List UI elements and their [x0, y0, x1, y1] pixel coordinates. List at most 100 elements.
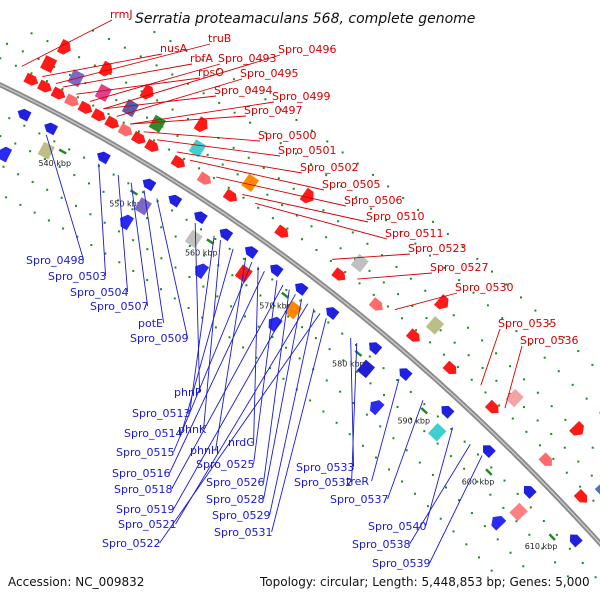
ring-dot [370, 207, 373, 210]
ring-dot [490, 270, 493, 273]
ring-dot [563, 336, 566, 339]
ring-dot [548, 322, 551, 325]
ring-dot [426, 505, 429, 508]
ring-dot [355, 343, 358, 346]
leader-line [253, 266, 259, 443]
ring-dot [565, 471, 568, 474]
ring-dot [102, 190, 105, 193]
ring-dot [564, 418, 567, 421]
ring-dot [174, 235, 177, 238]
ring-dot [5, 196, 8, 199]
ring-dot [199, 228, 202, 231]
ring-dot [477, 453, 480, 456]
ring-dot [322, 209, 325, 212]
leader-line [62, 63, 193, 88]
ring-dot [356, 162, 359, 165]
gene-block [148, 114, 167, 133]
ring-dot [298, 357, 301, 360]
ring-dot [423, 403, 426, 406]
ring-dot [294, 152, 297, 155]
gene-block [241, 173, 260, 193]
gene-block [350, 253, 369, 273]
ring-dot [522, 406, 525, 409]
leader-line [216, 176, 347, 207]
ring-dot [295, 119, 298, 122]
reverse-gene-label: Spro_0526 [206, 476, 264, 489]
ring-dot [0, 135, 2, 138]
forward-gene-label: Spro_0496 [278, 43, 336, 56]
ring-dot [281, 204, 284, 207]
ring-dot [117, 230, 120, 233]
ring-dot [543, 356, 546, 359]
ring-dot [301, 326, 304, 329]
ring-dot [279, 142, 282, 145]
ring-dot [340, 185, 343, 188]
reverse-gene-label: Spro_0522 [102, 537, 160, 550]
ring-dot [429, 254, 432, 257]
gene-block [428, 423, 447, 442]
ring-dot [463, 467, 466, 470]
ring-dot [418, 461, 421, 464]
forward-gene-label: truB [208, 32, 231, 45]
ring-dot [171, 73, 174, 76]
ring-dot [295, 214, 298, 217]
scale-tick [206, 238, 215, 245]
ring-dot [46, 188, 49, 191]
ring-dot [402, 197, 405, 200]
ring-dot [388, 468, 391, 471]
ring-dot [325, 236, 328, 239]
reverse-gene-label: Spro_0521 [118, 518, 176, 531]
ring-dot [202, 92, 205, 95]
ring-dot [529, 506, 532, 509]
ring-dot [554, 561, 557, 564]
ring-dot [361, 444, 364, 447]
ring-dot [326, 140, 329, 143]
leader-line [159, 313, 321, 544]
leader-line [387, 400, 424, 500]
ring-dot [409, 417, 412, 420]
ring-dot [352, 402, 355, 405]
leader-line [271, 318, 327, 533]
ring-dot [516, 492, 519, 495]
ring-dot [476, 257, 479, 260]
ring-dot [368, 269, 371, 272]
ring-dot [470, 512, 473, 515]
ring-dot [592, 499, 595, 502]
ring-dot [159, 288, 162, 291]
leader-line [130, 115, 247, 125]
leader-line [76, 77, 201, 95]
ring-dot [449, 455, 452, 458]
ring-dot [271, 336, 274, 339]
ring-dot [467, 354, 470, 357]
ring-dot [60, 196, 63, 199]
ring-dot [525, 430, 528, 433]
ring-dot [486, 304, 489, 307]
ring-dot [249, 121, 252, 124]
ring-dot [366, 242, 369, 245]
ring-dot [342, 359, 345, 362]
ring-dot [43, 158, 46, 161]
ring-dot [146, 248, 149, 251]
ring-dot [461, 245, 464, 248]
ring-dot [511, 417, 514, 420]
ring-dot [452, 314, 455, 317]
ring-dot [490, 466, 493, 469]
leader-line [181, 248, 234, 434]
ring-dot [375, 456, 378, 459]
ring-dot [216, 295, 219, 298]
forward-gene-label: rpsO [198, 66, 224, 79]
ring-dot [83, 156, 86, 159]
reverse-gene-label: phnH [190, 444, 219, 457]
ring-dot [299, 299, 302, 302]
gene-arrow [491, 515, 507, 531]
gene-block [121, 99, 140, 118]
ring-dot [591, 363, 594, 366]
ring-dot [153, 30, 156, 33]
ring-dot [90, 244, 93, 247]
leader-line [42, 53, 163, 77]
leader-line [143, 190, 165, 324]
gene-arrow [274, 224, 289, 238]
ring-dot [498, 404, 501, 407]
forward-gene-label: Spro_0499 [272, 90, 330, 103]
scale-tick-label: 570 kbp [259, 302, 292, 311]
